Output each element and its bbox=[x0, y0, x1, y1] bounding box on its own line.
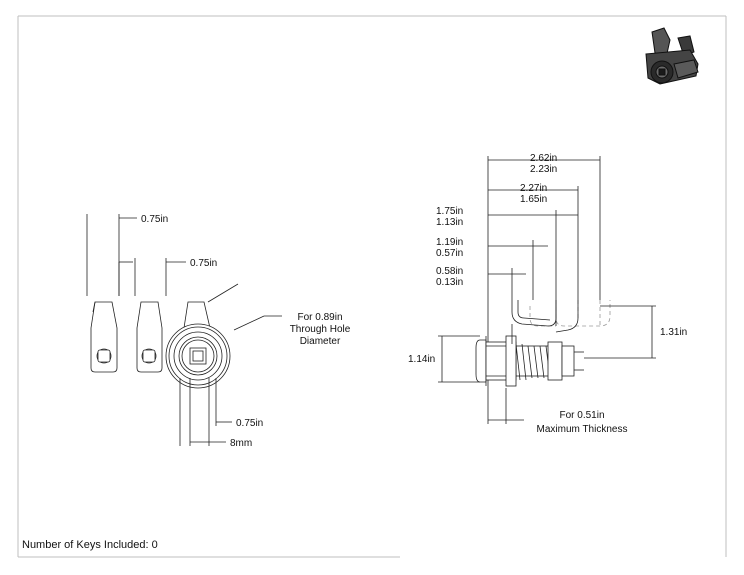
cam-height: 1.31in bbox=[660, 327, 687, 338]
overall-min: 2.23in bbox=[530, 164, 557, 175]
front-cam-offset-1: 0.75in bbox=[141, 214, 168, 225]
keys-included-note: Number of Keys Included: 0 bbox=[22, 539, 158, 551]
through-hole-line2: Through Hole bbox=[290, 324, 351, 335]
reach1-min: 1.13in bbox=[436, 217, 463, 228]
reach2-min: 0.57in bbox=[436, 248, 463, 259]
through-hole-line3: Diameter bbox=[300, 336, 341, 347]
overall-max: 2.62in bbox=[530, 153, 557, 164]
reach2-max: 1.19in bbox=[436, 237, 463, 248]
reach3-max: 0.58in bbox=[436, 266, 463, 277]
front-view bbox=[86, 214, 282, 446]
length-min: 1.65in bbox=[520, 194, 547, 205]
reach3-min: 0.13in bbox=[436, 277, 463, 288]
thickness-line1: For 0.51in bbox=[559, 410, 604, 421]
front-cam-offset-2: 0.75in bbox=[190, 258, 217, 269]
reach1-max: 1.75in bbox=[436, 206, 463, 217]
through-hole-line1: For 0.89in bbox=[297, 312, 342, 323]
side-view bbox=[438, 156, 656, 424]
head-diameter: 1.14in bbox=[408, 354, 435, 365]
sheet-border bbox=[17, 15, 727, 558]
front-bottom-width: 8mm bbox=[230, 438, 252, 449]
thickness-line2: Maximum Thickness bbox=[537, 424, 628, 435]
front-bottom-offset: 0.75in bbox=[236, 418, 263, 429]
isometric-thumbnail bbox=[645, 27, 699, 85]
length-max: 2.27in bbox=[520, 183, 547, 194]
